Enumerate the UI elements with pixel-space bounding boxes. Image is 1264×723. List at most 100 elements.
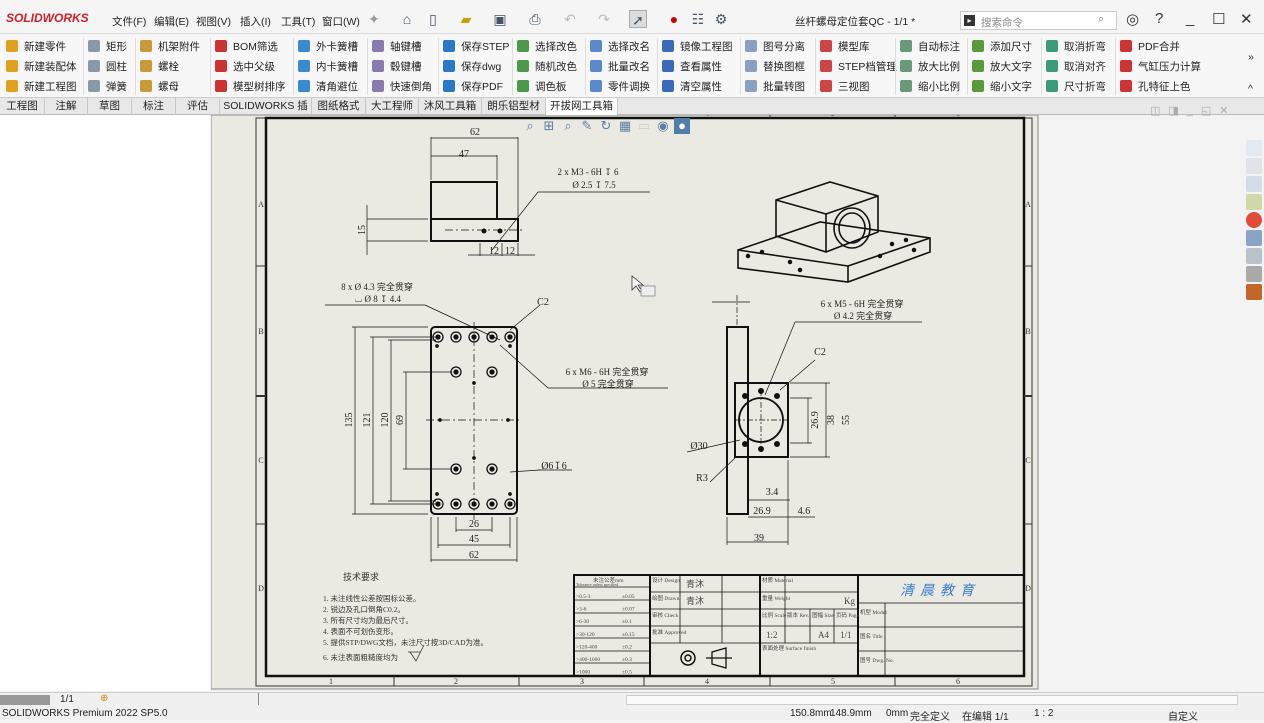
ribbon-button[interactable]: 尺寸折弯 bbox=[1046, 76, 1106, 96]
ribbon-button[interactable]: 缩小文字 bbox=[972, 76, 1032, 96]
ribbon-button[interactable]: 清空属性 bbox=[662, 76, 722, 96]
tab[interactable]: 开拔网工具箱 bbox=[546, 98, 618, 115]
save-icon[interactable]: ▣ bbox=[493, 11, 507, 27]
menu-insert[interactable]: 插入(I) bbox=[240, 16, 271, 28]
ribbon-button[interactable]: 机架附件 bbox=[140, 36, 200, 56]
ribbon-button[interactable]: 添加尺寸 bbox=[972, 36, 1032, 56]
tab[interactable]: 标注 bbox=[132, 98, 176, 115]
add-sheet-icon[interactable]: ⊕ bbox=[100, 693, 109, 704]
dimension[interactable]: Ø30 bbox=[690, 441, 707, 452]
search-icon[interactable]: ⌕ bbox=[1098, 13, 1104, 25]
minimize-button[interactable]: _ bbox=[1186, 10, 1195, 27]
dimension[interactable]: 4.6 bbox=[798, 506, 811, 517]
ribbon-button[interactable]: 放大文字 bbox=[972, 56, 1032, 76]
dimension[interactable]: 26.9 bbox=[753, 506, 771, 517]
ribbon-button[interactable]: 新建工程图 bbox=[6, 76, 77, 96]
redo-icon[interactable]: ↷ bbox=[598, 11, 610, 27]
dimension[interactable]: 38 bbox=[826, 415, 837, 425]
hole-callout[interactable]: Ø 4.2 完全贯穿 bbox=[834, 310, 892, 321]
dimension[interactable]: 69 bbox=[395, 415, 406, 425]
select-cursor-icon[interactable]: ➚ bbox=[629, 10, 647, 28]
pin-icon[interactable]: ✦ bbox=[368, 11, 380, 27]
view-palette-icon[interactable] bbox=[1246, 194, 1262, 210]
ribbon-button[interactable]: 替换图框 bbox=[745, 56, 805, 76]
open-file-icon[interactable]: ▰ bbox=[460, 11, 472, 27]
ribbon-button[interactable]: 螺母 bbox=[140, 76, 179, 96]
ribbon-button[interactable]: 取消对齐 bbox=[1046, 56, 1106, 76]
ribbon-button[interactable]: 查看属性 bbox=[662, 56, 722, 76]
ribbon-button[interactable]: 新建零件 bbox=[6, 36, 66, 56]
tab[interactable]: 图纸格式 bbox=[312, 98, 366, 115]
ribbon-button[interactable]: PDF合并 bbox=[1120, 36, 1180, 56]
ribbon-button[interactable]: 图号分离 bbox=[745, 36, 805, 56]
more-tools-icon[interactable]: » bbox=[1248, 51, 1254, 63]
menu-window[interactable]: 窗口(W) bbox=[322, 16, 360, 28]
ribbon-button[interactable]: STEP档管理 bbox=[820, 56, 897, 76]
ribbon-button[interactable]: 批量改名 bbox=[590, 56, 650, 76]
zoom-to-area-icon[interactable]: ⊞ bbox=[543, 118, 555, 133]
ribbon-button[interactable]: 调色板 bbox=[517, 76, 567, 96]
dimension[interactable]: 45 bbox=[469, 534, 479, 545]
ribbon-button[interactable]: 保存STEP bbox=[443, 36, 509, 56]
ribbon-button[interactable]: 矩形 bbox=[88, 36, 127, 56]
toolbox-icon[interactable] bbox=[1246, 266, 1262, 282]
sheet-tab[interactable]: 1/1 bbox=[60, 694, 74, 705]
menu-tools[interactable]: 工具(T) bbox=[281, 16, 316, 28]
print-icon[interactable]: ⎙ bbox=[529, 11, 541, 27]
chamfer-label[interactable]: C2 bbox=[537, 297, 549, 308]
section-view-icon[interactable]: ✎ bbox=[581, 118, 593, 133]
appearances-icon[interactable] bbox=[1246, 212, 1262, 228]
ribbon-button[interactable]: 外卡簧槽 bbox=[298, 36, 358, 56]
horizontal-scrollbar[interactable] bbox=[626, 695, 1238, 705]
menu-view[interactable]: 视图(V) bbox=[196, 16, 231, 28]
forum-icon[interactable] bbox=[1246, 248, 1262, 264]
custom-properties-icon[interactable] bbox=[1246, 230, 1262, 246]
user-icon[interactable]: ◎ bbox=[1126, 11, 1140, 28]
ribbon-button[interactable]: 孔特征上色 bbox=[1120, 76, 1191, 96]
previous-view-icon[interactable]: ⌕ bbox=[564, 118, 572, 133]
hole-callout[interactable]: Ø 5 完全贯穿 bbox=[582, 378, 634, 389]
search-input[interactable]: ▸搜索命令⌕ bbox=[960, 11, 1117, 30]
dimension[interactable]: 26.9 bbox=[810, 411, 821, 429]
ribbon-button[interactable]: 轴键槽 bbox=[372, 36, 422, 56]
ribbon-button[interactable]: 缩小比例 bbox=[900, 76, 960, 96]
ribbon-button[interactable]: 内卡簧槽 bbox=[298, 56, 358, 76]
dimension[interactable]: 121 bbox=[362, 413, 373, 428]
hole-callout[interactable]: ⌴ Ø 8 ↧ 4.4 bbox=[355, 294, 401, 304]
ribbon-button[interactable]: 零件调换 bbox=[590, 76, 650, 96]
dimension[interactable]: 135 bbox=[344, 413, 355, 428]
dimension[interactable]: R3 bbox=[696, 473, 708, 484]
ribbon-button[interactable]: 镜像工程图 bbox=[662, 36, 733, 56]
tab[interactable]: SOLIDWORKS 插件 bbox=[220, 98, 312, 129]
ribbon-button[interactable]: 毂键槽 bbox=[372, 56, 422, 76]
hole-callout[interactable]: 6 x M6 - 6H 完全贯穿 bbox=[566, 366, 649, 377]
maximize-button[interactable]: ☐ bbox=[1212, 11, 1226, 28]
dimension[interactable]: 26 bbox=[469, 519, 479, 530]
ribbon-button[interactable]: 选择改名 bbox=[590, 36, 650, 56]
hole-callout[interactable]: Ø6↧6 bbox=[541, 461, 567, 472]
hole-callout[interactable]: 6 x M5 - 6H 完全贯穿 bbox=[821, 298, 904, 309]
ribbon-button[interactable]: 气缸压力计算 bbox=[1120, 56, 1201, 76]
tab[interactable]: 朗乐铝型材 bbox=[482, 98, 546, 115]
dimension[interactable]: 3.4 bbox=[766, 487, 779, 498]
sheet-nav-buttons[interactable] bbox=[0, 695, 50, 705]
ribbon-button[interactable]: 保存PDF bbox=[443, 76, 503, 96]
close-button[interactable]: ✕ bbox=[1240, 11, 1253, 28]
view-settings-icon[interactable]: ◉ bbox=[657, 118, 669, 133]
ribbon-button[interactable]: 圆柱 bbox=[88, 56, 127, 76]
ribbon-button[interactable]: 螺栓 bbox=[140, 56, 179, 76]
chamfer-label[interactable]: C2 bbox=[814, 347, 826, 358]
dimension[interactable]: 47 bbox=[459, 149, 469, 160]
ribbon-button[interactable]: 选中父级 bbox=[215, 56, 275, 76]
units-selector[interactable]: 自定义 bbox=[1168, 712, 1198, 723]
new-file-icon[interactable]: ▯ bbox=[429, 11, 437, 27]
menu-file[interactable]: 文件(F) bbox=[112, 16, 147, 28]
folder-icon[interactable] bbox=[1246, 284, 1262, 300]
hole-callout[interactable]: 8 x Ø 4.3 完全贯穿 bbox=[341, 281, 413, 292]
dimension[interactable]: 12 bbox=[489, 246, 499, 257]
tab[interactable]: 评估 bbox=[176, 98, 220, 115]
side-view[interactable] bbox=[686, 295, 922, 545]
tab[interactable]: 沐风工具箱 bbox=[419, 98, 482, 115]
ribbon-button[interactable]: 选择改色 bbox=[517, 36, 577, 56]
ribbon-button[interactable]: 弹簧 bbox=[88, 76, 127, 96]
